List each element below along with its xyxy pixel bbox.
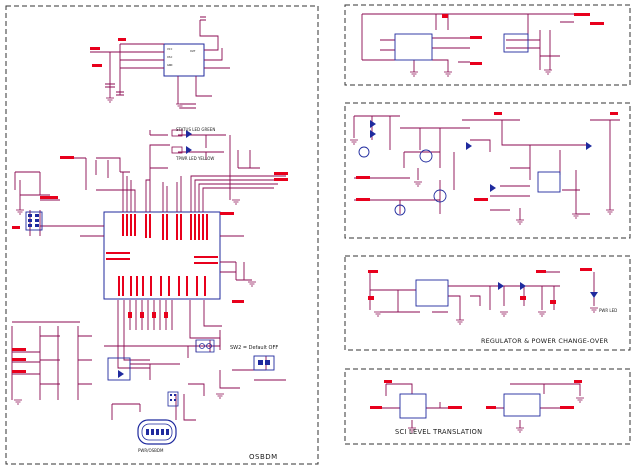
bottom-wires — [104, 330, 286, 421]
regulator-panel-frame — [344, 255, 631, 351]
ground-symbols-main — [14, 97, 256, 405]
power-panel — [350, 112, 620, 225]
panel-frames — [5, 4, 631, 465]
main-panel-frame — [5, 5, 319, 465]
note-status-led: STATUS LED GREEN — [176, 127, 215, 132]
usb-connector-header — [12, 211, 43, 231]
note-pwr-osbdm: PWR/OSBDM — [138, 448, 164, 453]
led-status-green — [171, 129, 192, 138]
svg-text:OUT: OUT — [190, 49, 196, 53]
small-header — [167, 391, 179, 407]
oscillator-caps — [105, 16, 206, 96]
sw2-switch — [253, 355, 275, 371]
jumper-header — [195, 339, 215, 353]
translation-panel: SCI LEVEL TRANSLATION — [370, 380, 584, 436]
regulator-panel: PWR LED REGULATOR & POWER CHANGE-OVER — [368, 268, 617, 345]
regulator-chip — [415, 279, 449, 307]
top-right-panel — [361, 13, 604, 77]
main-panel-title: OSBDM — [249, 453, 278, 461]
mcu-wires-top — [60, 130, 286, 212]
main-panel: VCC OSC GND OUT — [11, 16, 288, 461]
power-regulator-chip — [537, 171, 561, 193]
note-pwr-led: PWR LED — [599, 308, 617, 313]
oscillator-chip: VCC OSC GND OUT — [163, 43, 205, 77]
regulator-diodes — [498, 282, 598, 298]
pwr-osbdm-connector — [137, 419, 177, 445]
power-diodes — [370, 120, 592, 192]
note-sw2-default: SW2 = Default OFF — [230, 345, 278, 351]
power-transistors — [358, 146, 447, 216]
resistor-arrays — [117, 300, 222, 369]
top-right-chip-b — [503, 33, 529, 53]
main-texts: STATUS LED GREEN TPWR LED YELLOW SW2 = D… — [138, 127, 278, 461]
left-bus-labels — [12, 348, 26, 373]
main-net-labels — [40, 156, 288, 303]
power-panel-frame — [344, 102, 631, 239]
led-tpwr-yellow — [171, 146, 192, 154]
translation-panel-title: SCI LEVEL TRANSLATION — [395, 428, 482, 436]
top-right-chip-a — [394, 33, 433, 61]
translation-chip-b — [503, 393, 541, 417]
main-mcu — [103, 211, 234, 300]
bottom-regulator-chip — [107, 357, 131, 381]
svg-text:VCC: VCC — [167, 47, 173, 51]
oscillator-net-labels — [90, 38, 126, 67]
svg-text:OSC: OSC — [167, 55, 173, 59]
svg-text:GND: GND — [167, 63, 173, 67]
resistor-glyphs — [128, 312, 168, 318]
translation-panel-frame — [344, 368, 631, 445]
left-bus-resistors — [11, 321, 92, 400]
oscillator-wires — [90, 20, 230, 109]
mcu-side-parts — [14, 171, 252, 281]
regulator-panel-title: REGULATOR & POWER CHANGE-OVER — [481, 337, 609, 345]
note-tpwr-led: TPWR LED YELLOW — [175, 156, 214, 161]
translation-chip-a — [399, 393, 427, 419]
top-right-panel-frame — [344, 4, 631, 86]
